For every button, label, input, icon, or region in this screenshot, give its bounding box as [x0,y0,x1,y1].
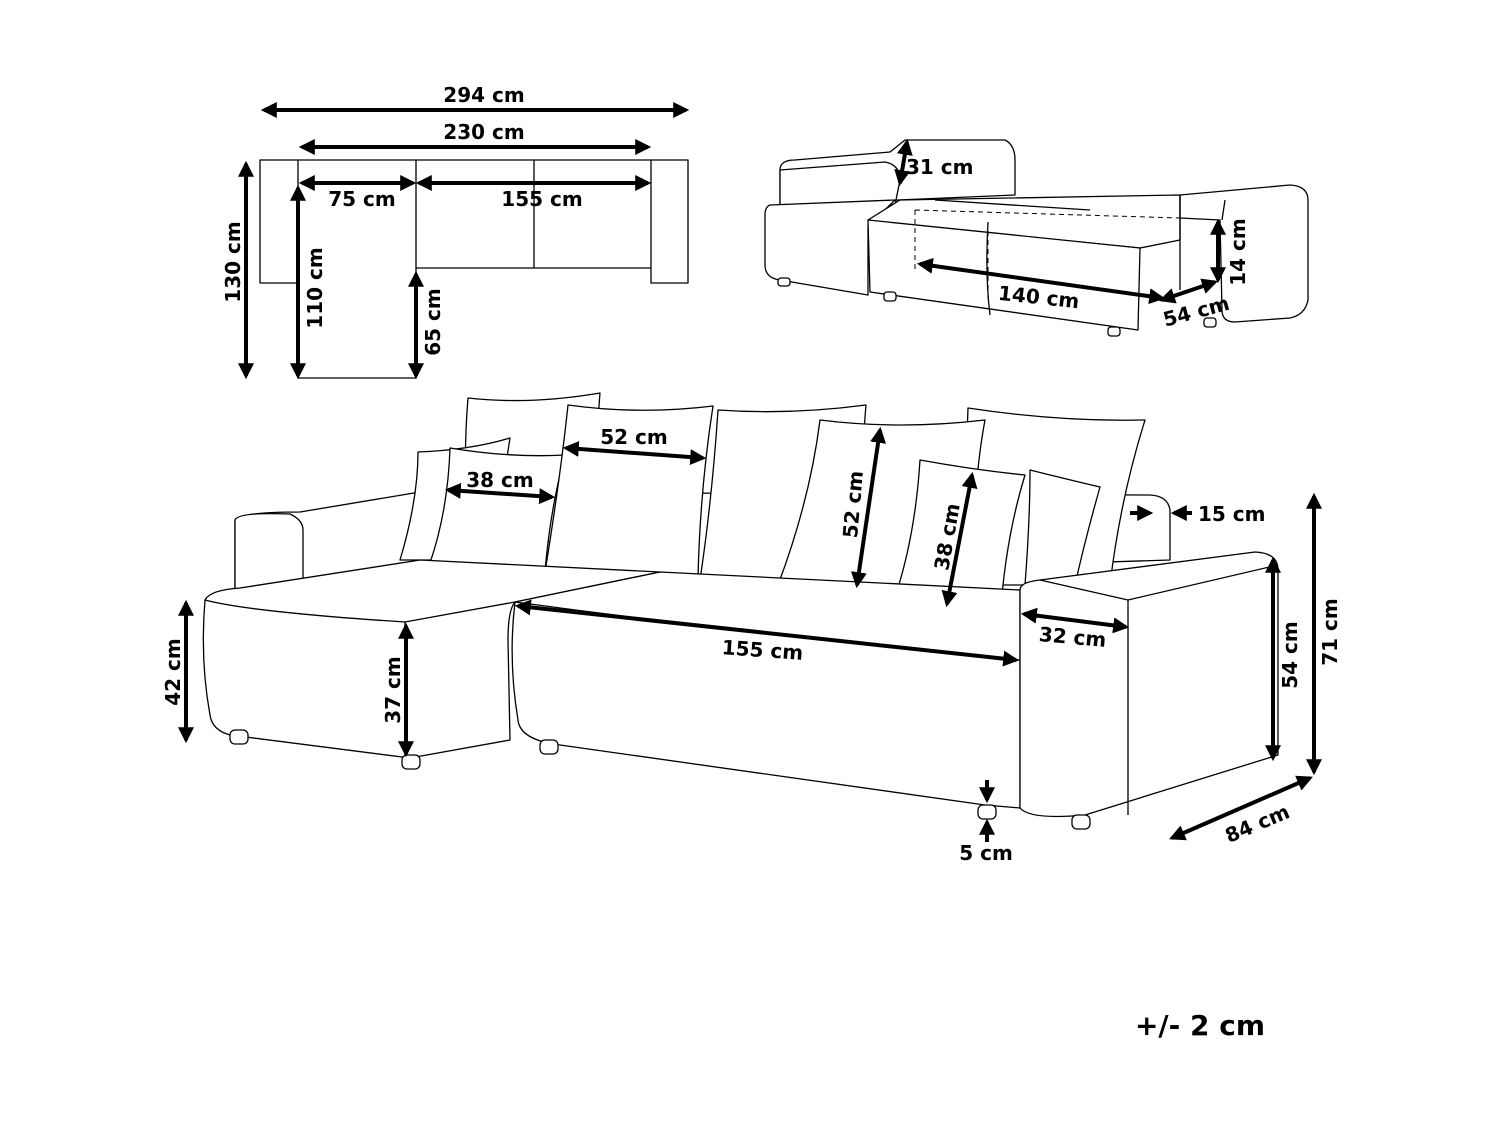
label-armrest-height: 54 cm [1278,621,1302,689]
label-seat-width: 155 cm [501,187,582,211]
leg [401,754,421,770]
right-arm-edge [1039,564,1279,815]
arrow-bed-length [916,257,1166,305]
pillow-small-right-back [1024,469,1101,586]
left-arm [234,512,304,591]
label-total-height: 71 cm [1318,598,1342,666]
label-total-depth: 130 cm [221,221,245,302]
label-bed-height: 14 cm [1226,218,1250,286]
main-seat [511,571,1021,809]
arrow-backrest-height [894,138,913,187]
label-large-cushion-width: 52 cm [600,425,668,449]
label-leg-height: 5 cm [959,841,1013,865]
arrow-bed-width [1158,278,1219,304]
right-arm [1019,551,1279,818]
arrow-depth [1169,775,1313,841]
leg [539,739,559,755]
arrow-large-cushion-height [850,426,887,589]
label-depth: 84 cm [1222,799,1294,847]
label-backrest-height: 31 cm [906,155,974,179]
label-inner-width: 230 cm [443,120,524,144]
label-seat-width: 155 cm [721,635,804,665]
bed-left-arm [779,161,901,206]
label-total-width: 294 cm [443,83,524,107]
sofa-bed-view: 31 cm 14 cm 140 cm 54 cm [764,138,1309,337]
label-chaise-height: 42 cm [161,638,185,706]
label-seat-height: 37 cm [381,656,405,724]
bed-leg [883,291,897,302]
arrow-small-cushion-width [444,482,556,505]
arrow-armrest-width [1020,607,1130,634]
label-armrest-width: 32 cm [1038,622,1107,652]
leg [229,729,249,745]
bed-leg [1203,317,1217,328]
bed-leg [777,277,791,287]
top-plan-view: 294 cm 230 cm 75 cm 155 cm 130 cm 110 cm… [221,83,690,380]
label-chaise-width: 75 cm [328,187,396,211]
chaise-top-edge [204,599,516,623]
leg [977,804,997,820]
tolerance-note: +/- 2 cm [1135,1009,1265,1042]
bed-right-arm-edge [1179,195,1226,290]
leg [1071,814,1091,830]
arrow-large-cushion-width [562,440,707,466]
arrow-small-cushion-height [941,471,978,608]
label-back-thickness: 15 cm [1198,502,1266,526]
label-seat-depth: 65 cm [421,288,445,356]
bed-leg [1107,326,1121,337]
chaise-seat [202,559,661,759]
label-large-cushion-height: 52 cm [838,470,868,539]
front-view: 38 cm 52 cm 52 cm 38 cm 15 cm 42 cm 37 c… [161,392,1342,865]
arrow-seat-width [514,599,1020,667]
pillow-small-left [429,447,566,573]
label-small-cushion-width: 38 cm [466,468,534,492]
label-chaise-depth: 110 cm [303,247,327,328]
